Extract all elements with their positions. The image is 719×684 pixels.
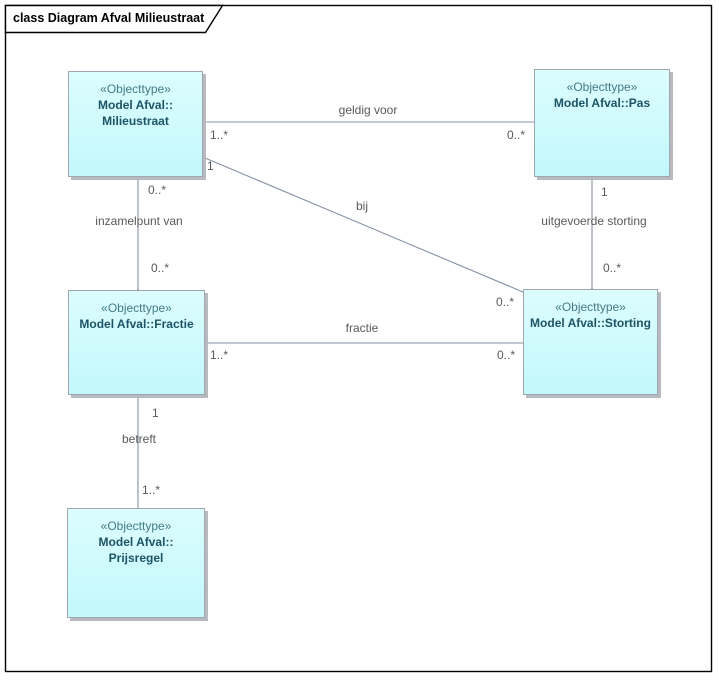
multiplicity-label: 0..*: [603, 261, 622, 275]
class-name: Model Afval::: [98, 98, 173, 112]
association-label: bij: [356, 199, 369, 213]
class-name: Model Afval::Fractie: [79, 317, 194, 331]
class-pas[interactable]: «Objecttype» Model Afval::Pas: [534, 69, 670, 177]
class-name: Model Afval::Pas: [553, 96, 651, 110]
class-prijsregel[interactable]: «Objecttype» Model Afval:: Prijsregel: [67, 508, 205, 618]
association-label: inzamelpunt van: [95, 214, 183, 228]
association-label: fractie: [345, 321, 379, 335]
class-fractie[interactable]: «Objecttype» Model Afval::Fractie: [68, 290, 205, 395]
multiplicity-label: 1: [601, 185, 608, 199]
frame-tab: [4, 4, 224, 34]
multiplicity-label: 0..*: [496, 295, 515, 309]
multiplicity-label: 0..*: [497, 348, 516, 362]
association-label: uitgevoerde storting: [541, 214, 647, 228]
stereotype-label: «Objecttype»: [100, 82, 171, 96]
class-storting[interactable]: «Objecttype» Model Afval::Storting: [523, 289, 658, 395]
multiplicity-label: 1..*: [142, 483, 161, 497]
association-bij-line[interactable]: [205, 158, 524, 293]
multiplicity-label: 0..*: [507, 128, 526, 142]
class-name: Prijsregel: [108, 551, 164, 565]
multiplicity-label: 1: [207, 159, 214, 173]
diagram-title: class Diagram Afval Milieustraat: [13, 11, 205, 25]
stereotype-label: «Objecttype»: [566, 80, 638, 94]
class-milieustraat[interactable]: «Objecttype» Model Afval:: Milieustraat: [68, 71, 203, 177]
multiplicity-label: 0..*: [148, 183, 167, 197]
frame-border: [4, 4, 713, 673]
stereotype-label: «Objecttype»: [555, 300, 626, 314]
stereotype-label: «Objecttype»: [100, 519, 172, 533]
multiplicity-label: 1..*: [210, 348, 229, 362]
multiplicity-label: 0..*: [151, 261, 170, 275]
stereotype-label: «Objecttype»: [101, 301, 172, 315]
multiplicity-label: 1: [152, 406, 159, 420]
association-label: geldig voor: [338, 103, 398, 117]
class-name: Milieustraat: [102, 114, 169, 128]
association-label: betreft: [121, 432, 157, 446]
multiplicity-label: 1..*: [210, 128, 229, 142]
class-name: Model Afval::: [98, 535, 174, 549]
class-name: Model Afval::Storting: [530, 316, 651, 330]
